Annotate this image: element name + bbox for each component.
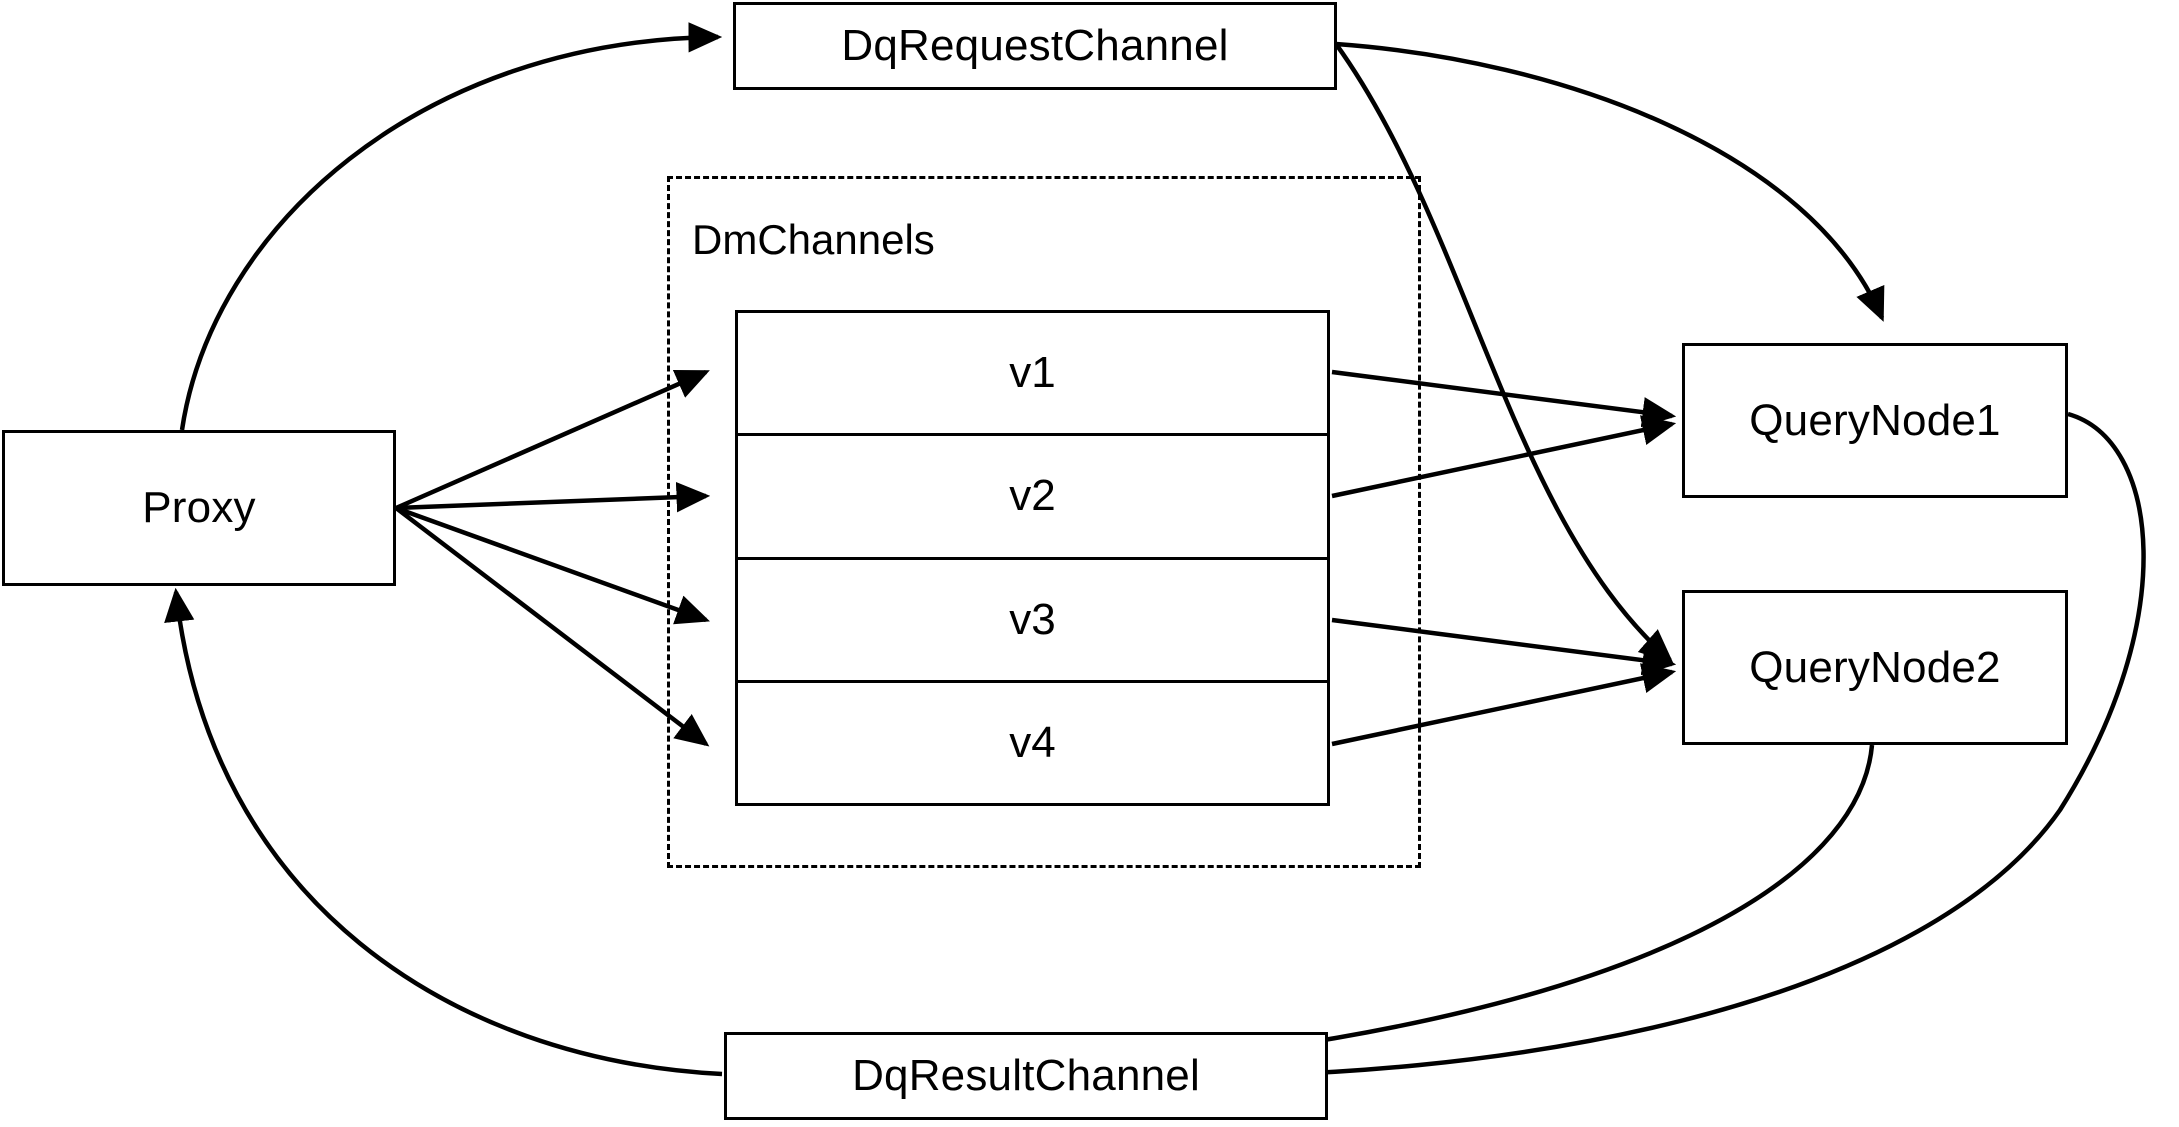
node-proxy[interactable]: Proxy [2,430,396,586]
vchannel-row-v4[interactable]: v4 [738,683,1327,803]
edge-v2-to-querynode1 [1331,415,1677,499]
node-query-node-1-label: QueryNode1 [1749,395,2001,445]
edge-querynode1-to-dqresultchannel [1141,411,2146,1092]
dmchannels-group [667,176,1421,868]
node-query-node-2-label: QueryNode2 [1749,642,2001,692]
node-dq-result-channel-label: DqResultChannel [852,1051,1200,1100]
edge-v3-to-querynode2 [1331,617,1677,676]
vchannel-row-v1[interactable]: v1 [738,313,1327,437]
edge-dqresultchannel-to-proxy [164,587,723,1077]
edge-proxy-to-v1 [395,369,710,511]
vchannel-label-v2: v2 [1009,471,1056,521]
edge-dqrequestchannel-to-querynode1 [1335,41,1885,322]
edge-v4-to-querynode2 [1331,663,1677,747]
node-query-node-2[interactable]: QueryNode2 [1682,590,2068,745]
vchannel-row-v3[interactable]: v3 [738,560,1327,683]
edge-proxy-to-dqrequestchannel [179,22,723,431]
edge-proxy-to-v4 [394,506,710,747]
dmchannels-group-label: DmChannels [692,216,935,263]
node-proxy-label: Proxy [142,483,256,532]
vchannel-label-v1: v1 [1009,348,1056,398]
node-dq-result-channel[interactable]: DqResultChannel [724,1032,1328,1120]
edge-dqrequestchannel-to-querynode2 [1334,42,1674,663]
vchannel-stack: v1 v2 v3 v4 [735,310,1330,806]
edge-querynode2-to-dqresultchannel [1141,744,1875,1077]
edge-v1-to-querynode1 [1331,369,1677,428]
vchannel-label-v3: v3 [1009,594,1056,644]
node-dq-request-channel-label: DqRequestChannel [841,21,1229,70]
vchannel-label-v4: v4 [1009,717,1056,767]
edge-proxy-to-v2 [395,481,711,513]
vchannel-row-v2[interactable]: v2 [738,436,1327,560]
node-query-node-1[interactable]: QueryNode1 [1682,343,2068,498]
node-dq-request-channel[interactable]: DqRequestChannel [733,2,1337,90]
edge-proxy-to-v3 [395,505,710,625]
